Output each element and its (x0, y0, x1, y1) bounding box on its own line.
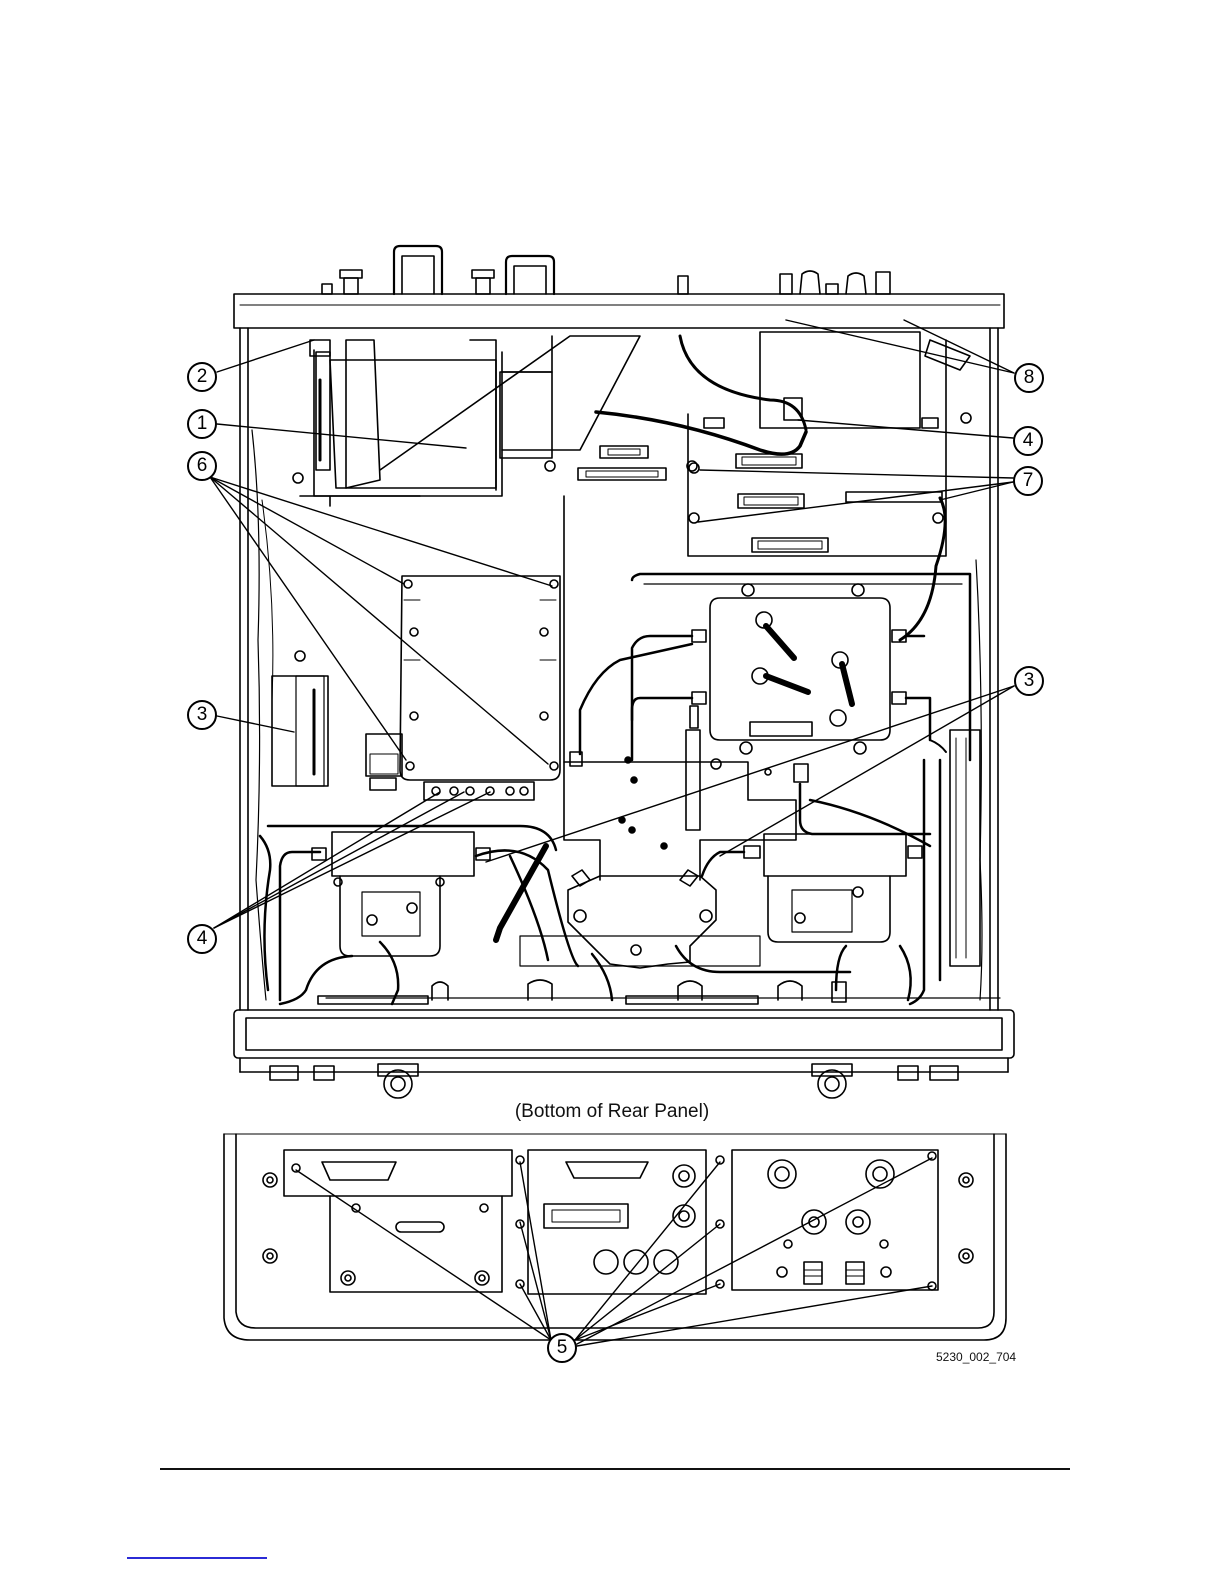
footer-link-underline[interactable] (127, 1557, 267, 1559)
right-square-module (580, 574, 970, 760)
rear-rail-details (318, 936, 1000, 1004)
callout-3-right: 3 (1014, 666, 1044, 696)
rear-panel (224, 1134, 1006, 1340)
callout-2: 2 (187, 362, 217, 392)
callout-4-right: 4 (1013, 426, 1043, 456)
figure-id: 5230_002_704 (936, 1350, 1016, 1364)
upper-right-board (578, 332, 971, 640)
left-side-board (272, 651, 328, 786)
callout-7: 7 (1013, 466, 1043, 496)
callout-8: 8 (1014, 363, 1044, 393)
callout-4-left: 4 (187, 924, 217, 954)
center-board (564, 706, 796, 968)
front-panel-edge (234, 246, 1004, 328)
callout-3-left: 3 (187, 700, 217, 730)
callout-6: 6 (187, 451, 217, 481)
center-left-plate (366, 496, 600, 880)
callout-5: 5 (547, 1333, 577, 1363)
chassis (234, 328, 1014, 1098)
footer-rule (160, 1468, 1070, 1470)
right-side-board (794, 730, 980, 1004)
lower-right-block (702, 834, 922, 1000)
callout-1: 1 (187, 409, 217, 439)
rear-panel-caption: (Bottom of Rear Panel) (0, 1101, 1224, 1123)
lower-left-block (260, 826, 578, 1004)
